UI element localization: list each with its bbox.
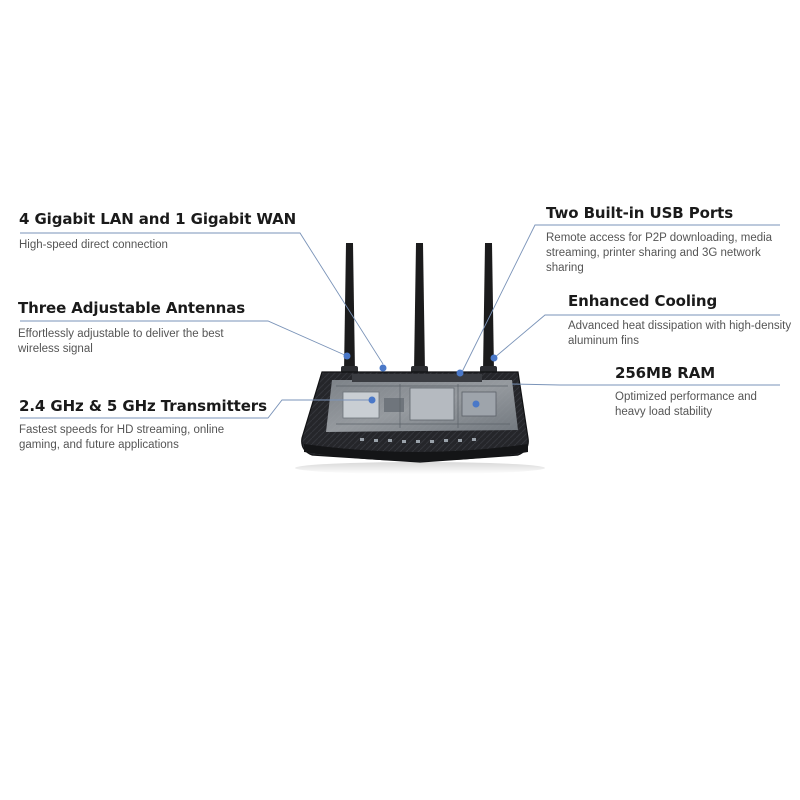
feature-title: Three Adjustable Antennas (18, 299, 246, 317)
marker-antennas (343, 352, 351, 360)
feature-description: Effortlessly adjustable to deliver the b… (18, 328, 224, 355)
feature-description: Remote access for P2P downloading, media… (546, 232, 773, 274)
feature-title: Enhanced Cooling (568, 292, 718, 310)
callout-line-cooling (493, 314, 780, 359)
feature-description: Advanced heat dissipation with high-dens… (568, 320, 792, 347)
feature-description: High-speed direct connection (19, 239, 168, 251)
callout-line-lan-wan (20, 232, 384, 365)
feature-title: 256MB RAM (615, 364, 716, 382)
feature-title: 2.4 GHz & 5 GHz Transmitters (19, 397, 267, 415)
feature-antennas: Three Adjustable Antennas Effortlessly a… (18, 299, 248, 357)
marker-lan-wan (379, 364, 387, 372)
feature-cooling: Enhanced Cooling Advanced heat dissipati… (568, 292, 793, 349)
marker-transmitters (368, 396, 376, 404)
feature-description: Optimized performance and heavy load sta… (615, 391, 757, 418)
callout-line-antennas (20, 320, 348, 357)
feature-ram: 256MB RAM Optimized performance and heav… (615, 364, 785, 420)
marker-usb (456, 369, 464, 377)
antenna-middle (414, 243, 425, 372)
marker-ram (472, 400, 480, 408)
led-strip (360, 438, 476, 443)
callout-markers (343, 352, 498, 408)
router-shadow (295, 462, 545, 474)
port-block (352, 374, 482, 382)
marker-cooling (490, 354, 498, 362)
callout-line-ram (511, 383, 780, 386)
feature-usb: Two Built-in USB Ports Remote access for… (546, 204, 786, 276)
antenna-left (344, 243, 355, 372)
feature-title: 4 Gigabit LAN and 1 Gigabit WAN (19, 210, 297, 228)
callout-lines (20, 224, 780, 419)
antennas (341, 243, 497, 376)
chip-wireless (342, 391, 380, 419)
chip-heatsink (409, 387, 455, 421)
feature-transmitters: 2.4 GHz & 5 GHz Transmitters Fastest spe… (19, 397, 267, 453)
antenna-right (483, 243, 494, 372)
feature-description: Fastest speeds for HD streaming, online … (19, 424, 225, 451)
feature-lan-wan: 4 Gigabit LAN and 1 Gigabit WAN High-spe… (19, 210, 309, 253)
callout-line-usb (461, 224, 780, 373)
router-body (301, 371, 529, 463)
callout-line-transmitters (20, 399, 370, 419)
feature-title: Two Built-in USB Ports (546, 204, 734, 222)
